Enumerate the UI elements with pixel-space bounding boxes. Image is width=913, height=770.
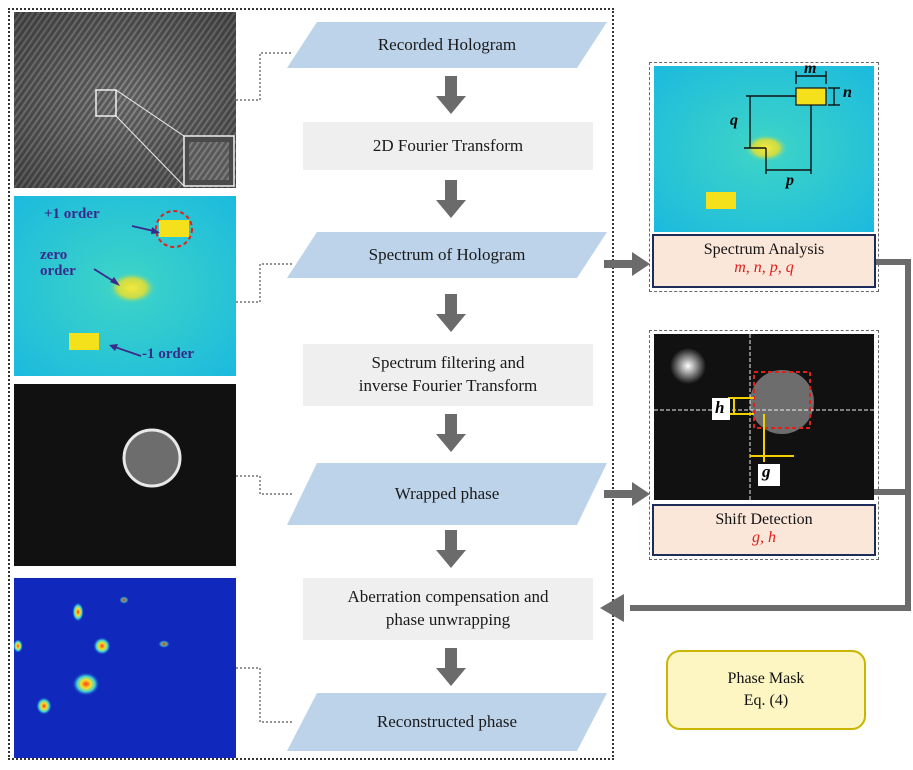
thumb-connectors [236,52,292,723]
arrow-right-icon [604,482,650,506]
fourier-transform-node: 2D Fourier Transform [303,122,593,170]
arrow-down-icon [436,76,466,114]
n-label: n [843,84,852,101]
zero-order-line1: zero [40,247,68,263]
spectrum-analysis-params: m, n, p, q [734,259,794,276]
shift-detection-panel [649,330,879,560]
reconstructed-phase-node: Reconstructed phase [287,693,607,751]
arrow-down-icon [436,180,466,218]
spectrum-of-hologram-node: Spectrum of Hologram [287,232,607,278]
zero-order-line2: order [40,262,76,279]
aberration-compensation-line2: phase unwrapping [385,610,511,629]
arrow-down-icon [436,530,466,568]
phase-mask-box: Phase Mask Eq. (4) [666,650,866,730]
g-label: g [762,462,771,481]
hologram-image [14,12,236,188]
spectrum-of-hologram-label: Spectrum of Hologram [368,245,526,264]
reconstructed-phase-label: Reconstructed phase [376,712,518,731]
spectrum-filtering-node: Spectrum filtering and inverse Fourier T… [303,344,593,406]
m-label: m [804,60,817,77]
phase-mask-line2: Eq. (4) [743,692,789,709]
arrow-down-icon [436,648,466,686]
shift-detection-caption: Shift Detection g, h [652,504,876,556]
wrapped-phase-image [14,384,236,566]
feedback-connector [600,259,911,622]
reconstructed-phase-image [14,578,236,758]
arrow-down-icon [436,414,466,452]
plus-one-order-label: +1 order [44,206,100,222]
phase-mask-line1: Phase Mask [727,669,805,687]
wrapped-phase-node: Wrapped phase [287,463,607,525]
q-label: q [730,112,738,129]
spectrum-analysis-title: Spectrum Analysis [703,241,825,258]
arrow-right-icon [604,252,650,276]
aberration-compensation-node: Aberration compensation and phase unwrap… [303,578,593,640]
shift-detection-image: h g [654,334,874,500]
wrapped-phase-label: Wrapped phase [394,484,500,503]
recorded-hologram-label: Recorded Hologram [377,35,517,54]
spectrum-analysis-image: m n q p [654,60,874,232]
spectrum-filtering-line1: Spectrum filtering and [371,353,525,373]
zero-order-label: zero order [40,247,76,280]
arrow-down-icon [436,294,466,332]
recorded-hologram-node: Recorded Hologram [287,22,607,68]
flow-frame [8,8,614,760]
h-label: h [715,398,725,417]
minus-one-order-label: -1 order [142,346,195,362]
spectrum-filtering-line2: inverse Fourier Transform [358,376,538,395]
p-label: p [786,172,794,189]
shift-detection-title: Shift Detection [715,511,813,528]
shift-detection-params: g, h [752,529,776,546]
aberration-compensation-line1: Aberration compensation and [347,587,549,607]
spectrum-analysis-caption: Spectrum Analysis m, n, p, q [652,234,876,288]
spectrum-analysis-panel [649,62,879,292]
spectrum-image: +1 order zero order -1 order [14,196,236,376]
